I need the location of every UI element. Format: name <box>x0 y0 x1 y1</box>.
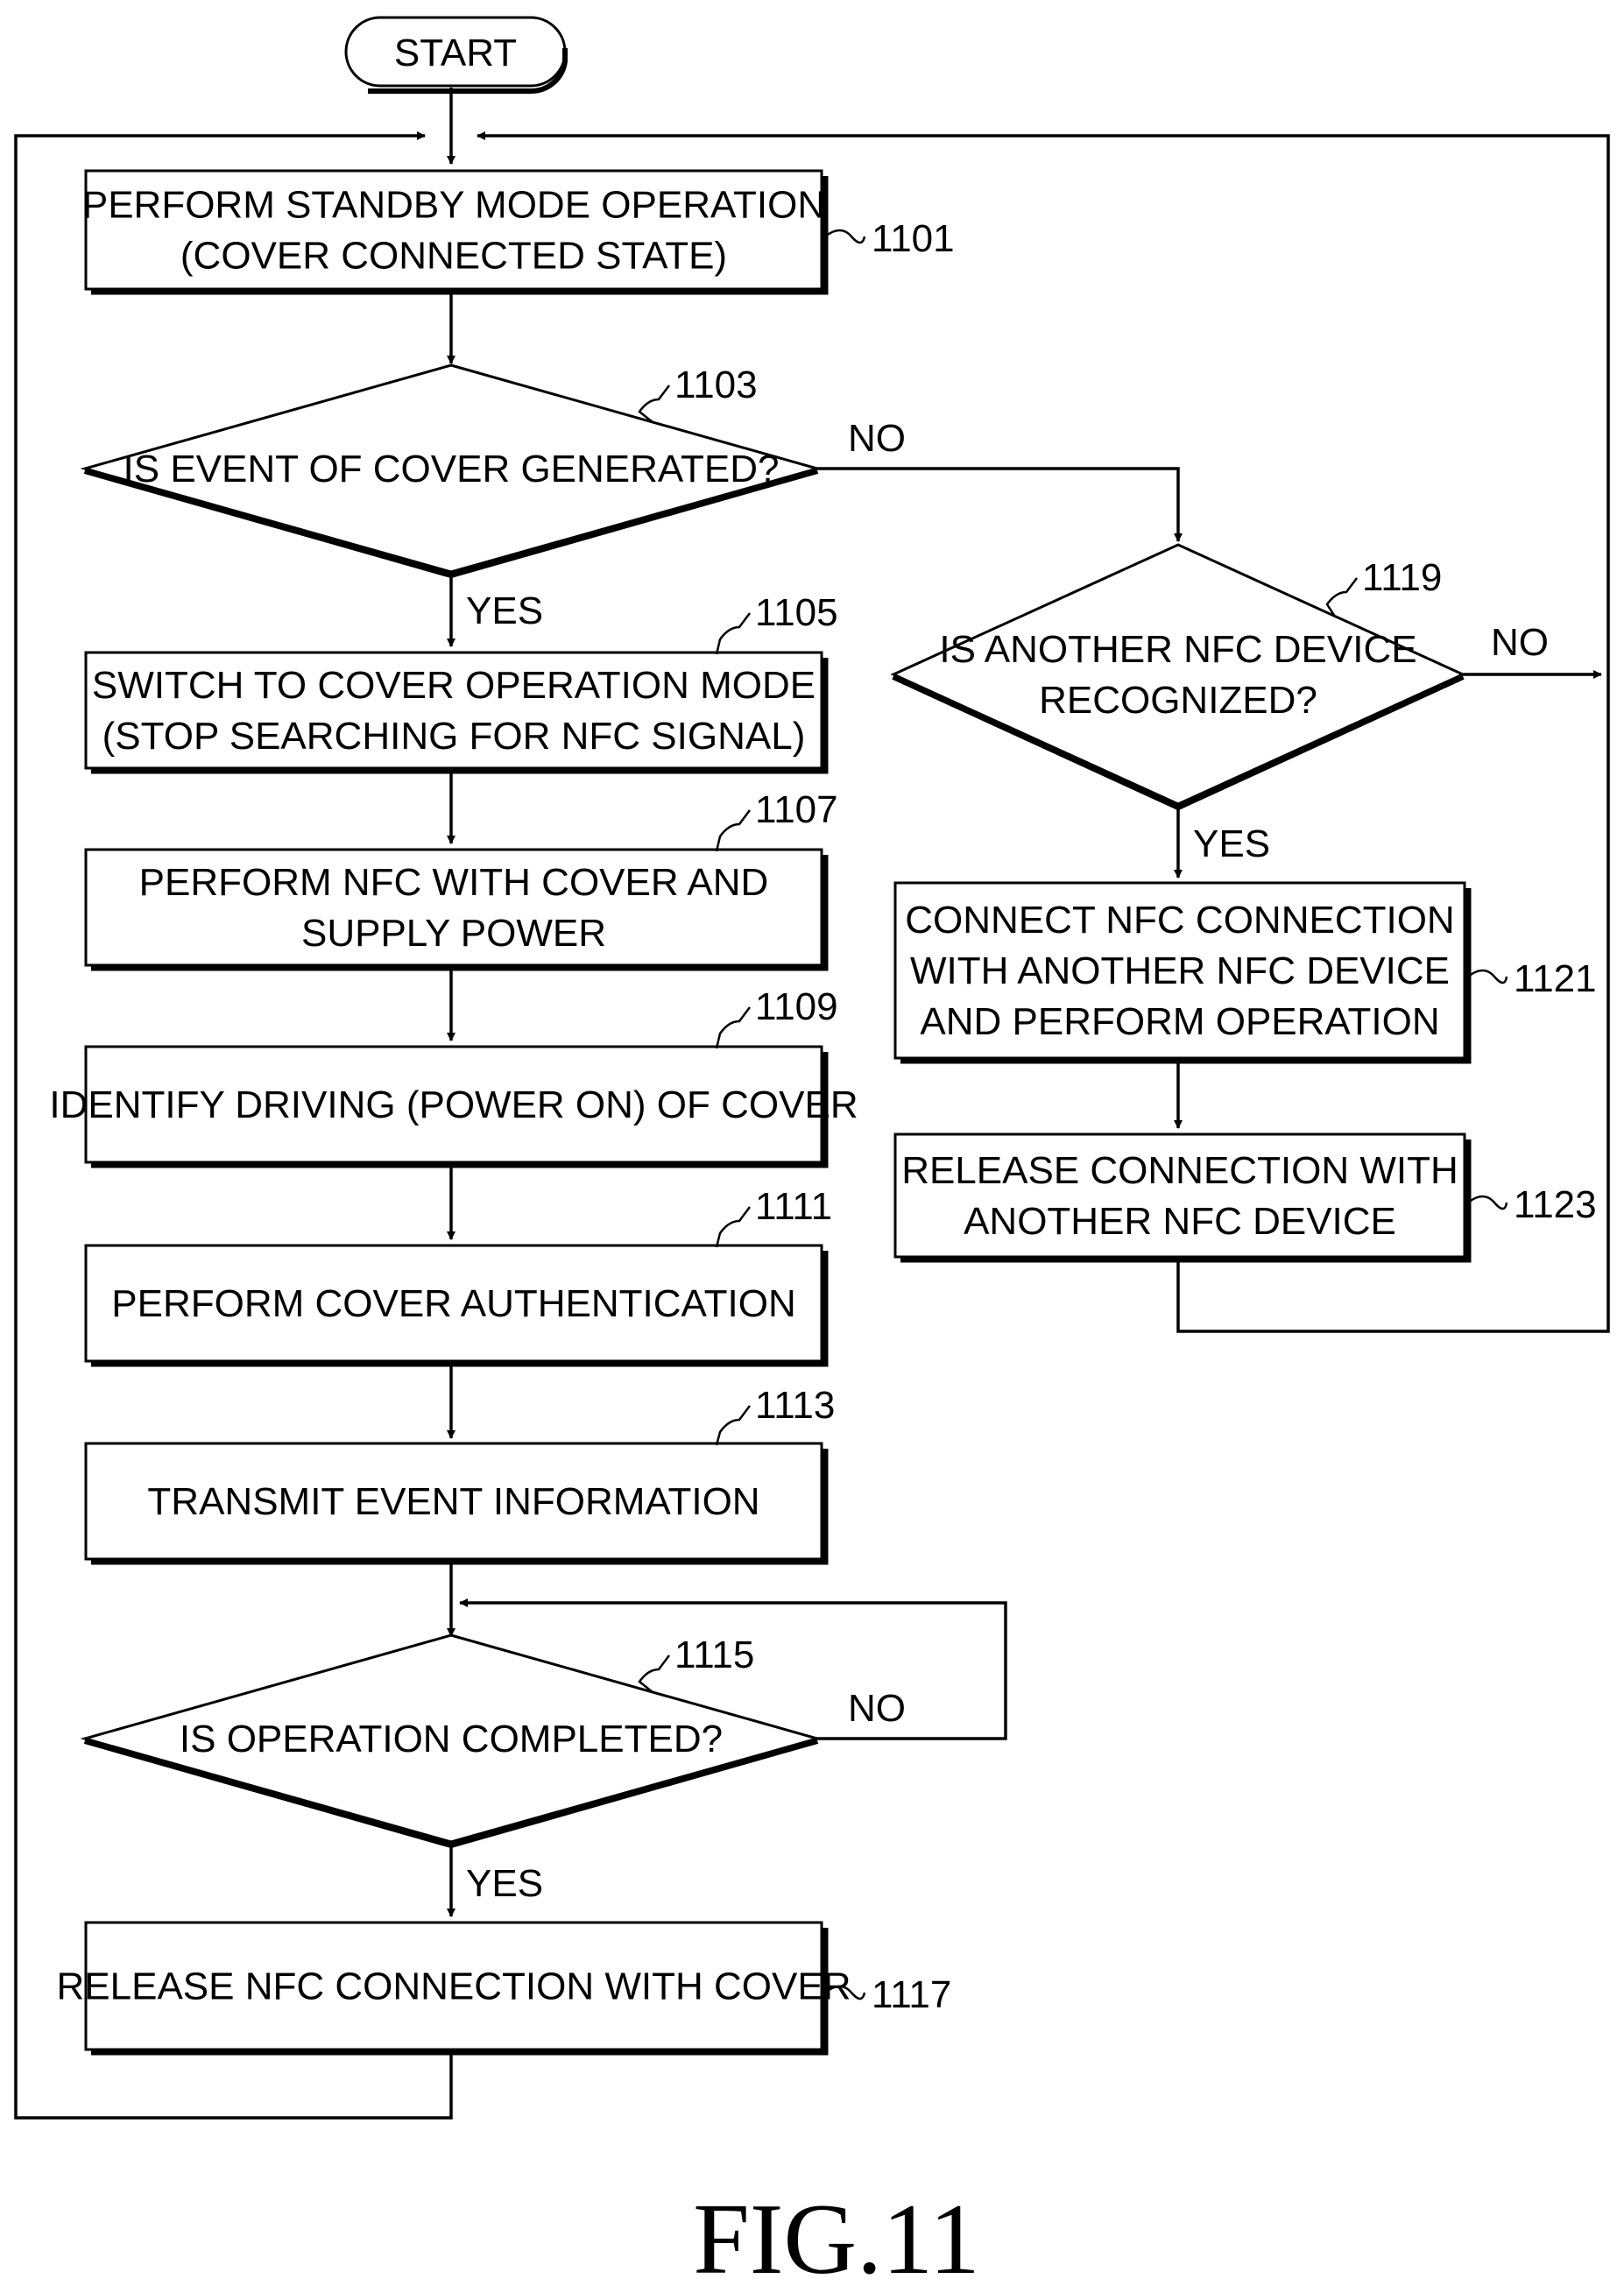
ref-number-1115: 1115 <box>674 1633 754 1676</box>
ref-number-1119: 1119 <box>1362 556 1442 599</box>
branch-label-d1103-no: NO <box>848 417 906 460</box>
branch-label-d1115-no: NO <box>848 1687 906 1730</box>
ref-number-1107: 1107 <box>755 788 838 831</box>
step-text-1105-line-1: SWITCH TO COVER OPERATION MODE <box>92 664 816 707</box>
ref-leader <box>717 1207 750 1247</box>
decision-1103: IS EVENT OF COVER GENERATED? 1103 <box>85 363 817 575</box>
step-text-1101-line-1: PERFORM STANDBY MODE OPERATION <box>82 184 825 227</box>
ref-leader <box>717 1007 750 1048</box>
ref-number-1113: 1113 <box>755 1384 835 1427</box>
decision-1119: IS ANOTHER NFC DEVICE RECOGNIZED? 1119 <box>893 545 1463 807</box>
step-text-1107-line-1: PERFORM NFC WITH COVER AND <box>139 861 769 904</box>
branch-label-d1119-yes: YES <box>1193 822 1270 865</box>
decision-1115: IS OPERATION COMPLETED? 1115 <box>85 1633 817 1845</box>
connector-1103-1119 <box>810 469 1178 541</box>
step-text-1113-line-1: TRANSMIT EVENT INFORMATION <box>147 1480 759 1523</box>
branch-label-d1119-no: NO <box>1491 621 1549 664</box>
ref-number-1111: 1111 <box>755 1185 832 1228</box>
ref-leader <box>717 613 750 654</box>
ref-number-1117: 1117 <box>872 1973 951 2016</box>
ref-leader <box>639 385 669 422</box>
step-text-1119-line-1: IS ANOTHER NFC DEVICE <box>939 628 1416 671</box>
process-box-1117: RELEASE NFC CONNECTION WITH COVER 1117 <box>57 1923 952 2052</box>
ref-leader <box>717 810 750 851</box>
branch-label-d1103-yes: YES <box>466 589 543 632</box>
step-text-1121-line-1: CONNECT NFC CONNECTION <box>905 899 1454 942</box>
process-box-1109: IDENTIFY DRIVING (POWER ON) OF COVER 1109 <box>49 985 858 1165</box>
step-text-1115-line-1: IS OPERATION COMPLETED? <box>180 1718 723 1760</box>
step-text-1117-line-1: RELEASE NFC CONNECTION WITH COVER <box>57 1965 851 2008</box>
process-box-1105: SWITCH TO COVER OPERATION MODE (STOP SEAR… <box>86 591 838 771</box>
step-text-1105-line-2: (STOP SEARCHING FOR NFC SIGNAL) <box>102 715 806 758</box>
step-text-1121-line-3: AND PERFORM OPERATION <box>920 1000 1439 1043</box>
ref-number-1121: 1121 <box>1514 957 1597 1000</box>
step-text-1109-line-1: IDENTIFY DRIVING (POWER ON) OF COVER <box>49 1083 858 1126</box>
ref-number-1105: 1105 <box>755 591 838 634</box>
step-text-1101-line-2: (COVER CONNECTED STATE) <box>180 235 727 278</box>
ref-leader <box>1327 578 1357 616</box>
ref-number-1123: 1123 <box>1514 1183 1597 1226</box>
ref-number-1103: 1103 <box>674 363 758 406</box>
process-box-1111: PERFORM COVER AUTHENTICATION 1111 <box>86 1185 832 1364</box>
process-box-1123: RELEASE CONNECTION WITH ANOTHER NFC DEVIC… <box>895 1134 1597 1259</box>
ref-leader <box>639 1655 669 1692</box>
figure-label: FIG.11 <box>693 2184 980 2286</box>
step-text-1103-line-1: IS EVENT OF COVER GENERATED? <box>124 448 780 490</box>
ref-number-1109: 1109 <box>755 985 838 1028</box>
ref-leader <box>825 230 865 243</box>
process-box-1107: PERFORM NFC WITH COVER AND SUPPLY POWER 11… <box>86 788 838 968</box>
start-label: START <box>394 32 517 74</box>
step-text-1119-line-2: RECOGNIZED? <box>1039 679 1317 722</box>
step-text-1123-line-1: RELEASE CONNECTION WITH <box>901 1149 1458 1192</box>
process-box-1113: TRANSMIT EVENT INFORMATION 1113 <box>86 1384 835 1562</box>
step-text-1111-line-1: PERFORM COVER AUTHENTICATION <box>111 1282 795 1325</box>
step-text-1107-line-2: SUPPLY POWER <box>301 912 606 955</box>
ref-leader <box>1468 970 1507 983</box>
ref-leader <box>717 1406 750 1445</box>
process-box-1101: PERFORM STANDBY MODE OPERATION (COVER CON… <box>82 171 955 292</box>
ref-number-1101: 1101 <box>872 217 955 260</box>
step-text-1121-line-2: WITH ANOTHER NFC DEVICE <box>910 949 1450 992</box>
process-box-1121: CONNECT NFC CONNECTION WITH ANOTHER NFC D… <box>895 883 1597 1061</box>
start-terminal: START <box>346 18 565 91</box>
branch-label-d1115-yes: YES <box>466 1862 543 1905</box>
ref-leader <box>1468 1196 1507 1209</box>
step-text-1123-line-2: ANOTHER NFC DEVICE <box>964 1200 1396 1243</box>
